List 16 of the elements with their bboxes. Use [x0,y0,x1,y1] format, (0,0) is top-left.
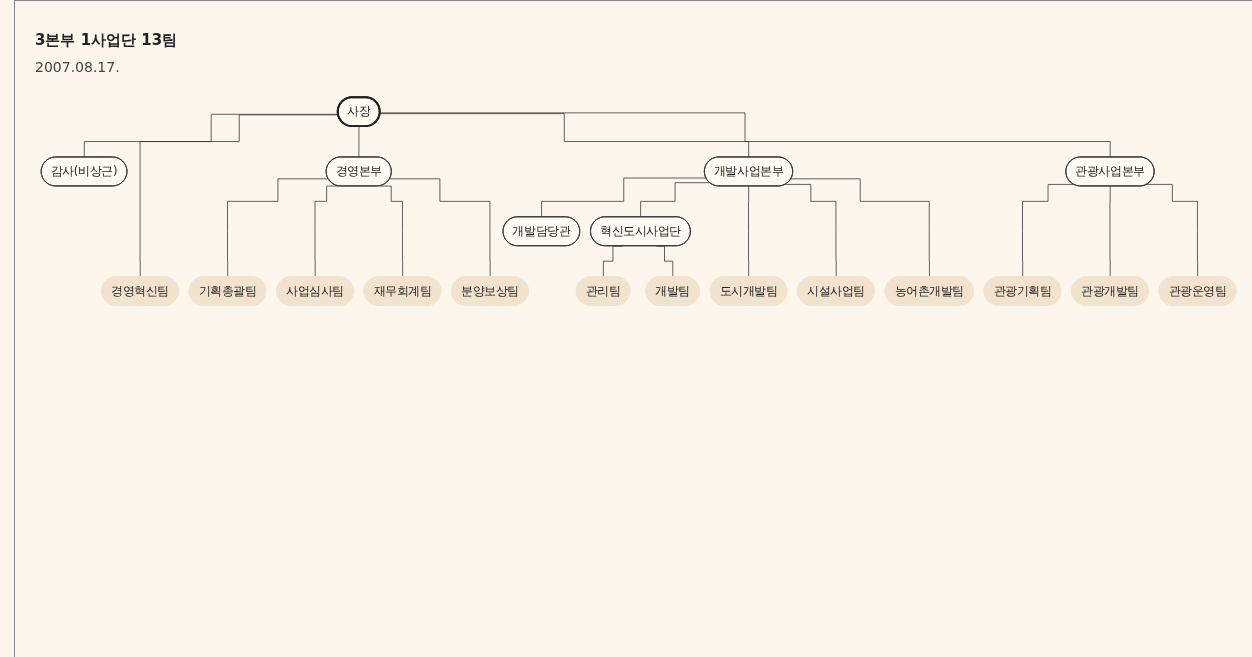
date-label: 2007.08.17. [35,59,120,75]
connector [785,184,837,278]
connector [227,178,329,278]
connector [541,177,707,218]
chart-title: 3본부 1사업단 13팀 [35,31,178,50]
connector [748,185,750,278]
connector [379,185,404,278]
connector [358,126,360,158]
connector [640,182,711,218]
connector [139,114,339,278]
connector [389,178,491,278]
connector [314,185,339,278]
connector [790,178,930,278]
connector [1109,185,1111,278]
connector [379,112,1111,158]
connector [1022,184,1074,278]
